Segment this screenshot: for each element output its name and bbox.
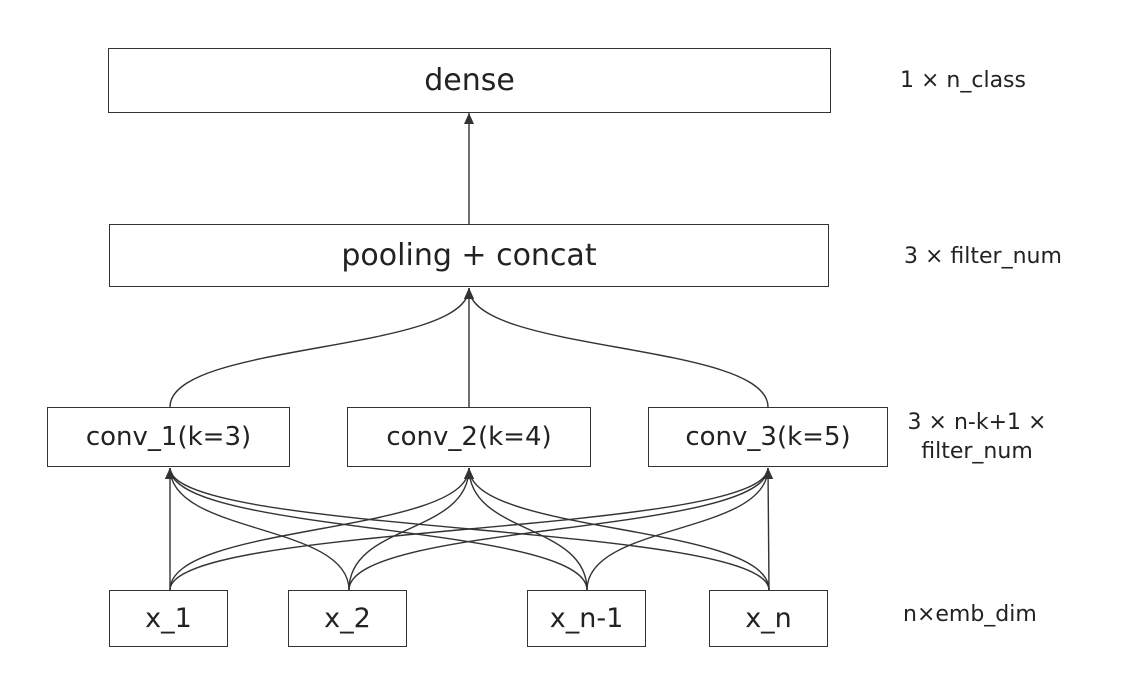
conv-dimension-label: 3 × n-k+1 × filter_num — [902, 408, 1052, 466]
conv-dimension-line-2: filter_num — [921, 439, 1033, 464]
edge-x-2-to-conv-2 — [348, 467, 474, 591]
conv-1-label: conv_1(k=3) — [85, 422, 252, 452]
input-x-2-label: x_2 — [324, 603, 371, 634]
edge-x-n-minus-1-to-conv-1 — [165, 467, 588, 591]
input-x-1-label: x_1 — [145, 603, 192, 634]
conv-dimension-line-1: 3 × n-k+1 × — [907, 410, 1047, 435]
pooling-concat-node: pooling + concat — [109, 224, 829, 287]
dense-dimension-label: 1 × n_class — [900, 68, 1026, 93]
conv-1-node: conv_1(k=3) — [47, 407, 290, 467]
input-x-2-node: x_2 — [288, 590, 407, 647]
input-x-n-minus-1-node: x_n-1 — [527, 590, 646, 647]
pooling-dimension-label: 3 × filter_num — [904, 244, 1062, 269]
edge-x-2-to-conv-3 — [348, 467, 773, 591]
input-x-n-minus-1-label: x_n-1 — [549, 603, 624, 634]
conv-3-label: conv_3(k=5) — [685, 422, 851, 452]
edge-x-2-to-conv-1 — [165, 467, 350, 591]
edge-x-n-to-conv-1 — [165, 467, 770, 591]
edge-conv-1-to-pooling-concat — [169, 287, 474, 408]
dense-layer-node: dense — [108, 48, 831, 113]
edge-x-n-to-conv-2 — [464, 467, 770, 591]
edge-conv-3-to-pooling-concat — [464, 287, 769, 408]
edge-x-n-minus-1-to-conv-2 — [464, 467, 588, 591]
dense-layer-label: dense — [424, 63, 515, 98]
pooling-concat-label: pooling + concat — [341, 238, 597, 273]
conv-3-node: conv_3(k=5) — [648, 407, 888, 467]
input-dimension-label: n×emb_dim — [903, 602, 1037, 627]
edge-x-n-to-conv-3 — [763, 467, 774, 591]
edge-x-n-minus-1-to-conv-3 — [586, 467, 773, 591]
input-x-n-node: x_n — [709, 590, 828, 647]
input-x-1-node: x_1 — [109, 590, 228, 647]
input-x-n-label: x_n — [745, 603, 792, 634]
conv-2-label: conv_2(k=4) — [386, 422, 552, 452]
conv-2-node: conv_2(k=4) — [347, 407, 591, 467]
edge-x-1-to-conv-2 — [169, 467, 474, 591]
